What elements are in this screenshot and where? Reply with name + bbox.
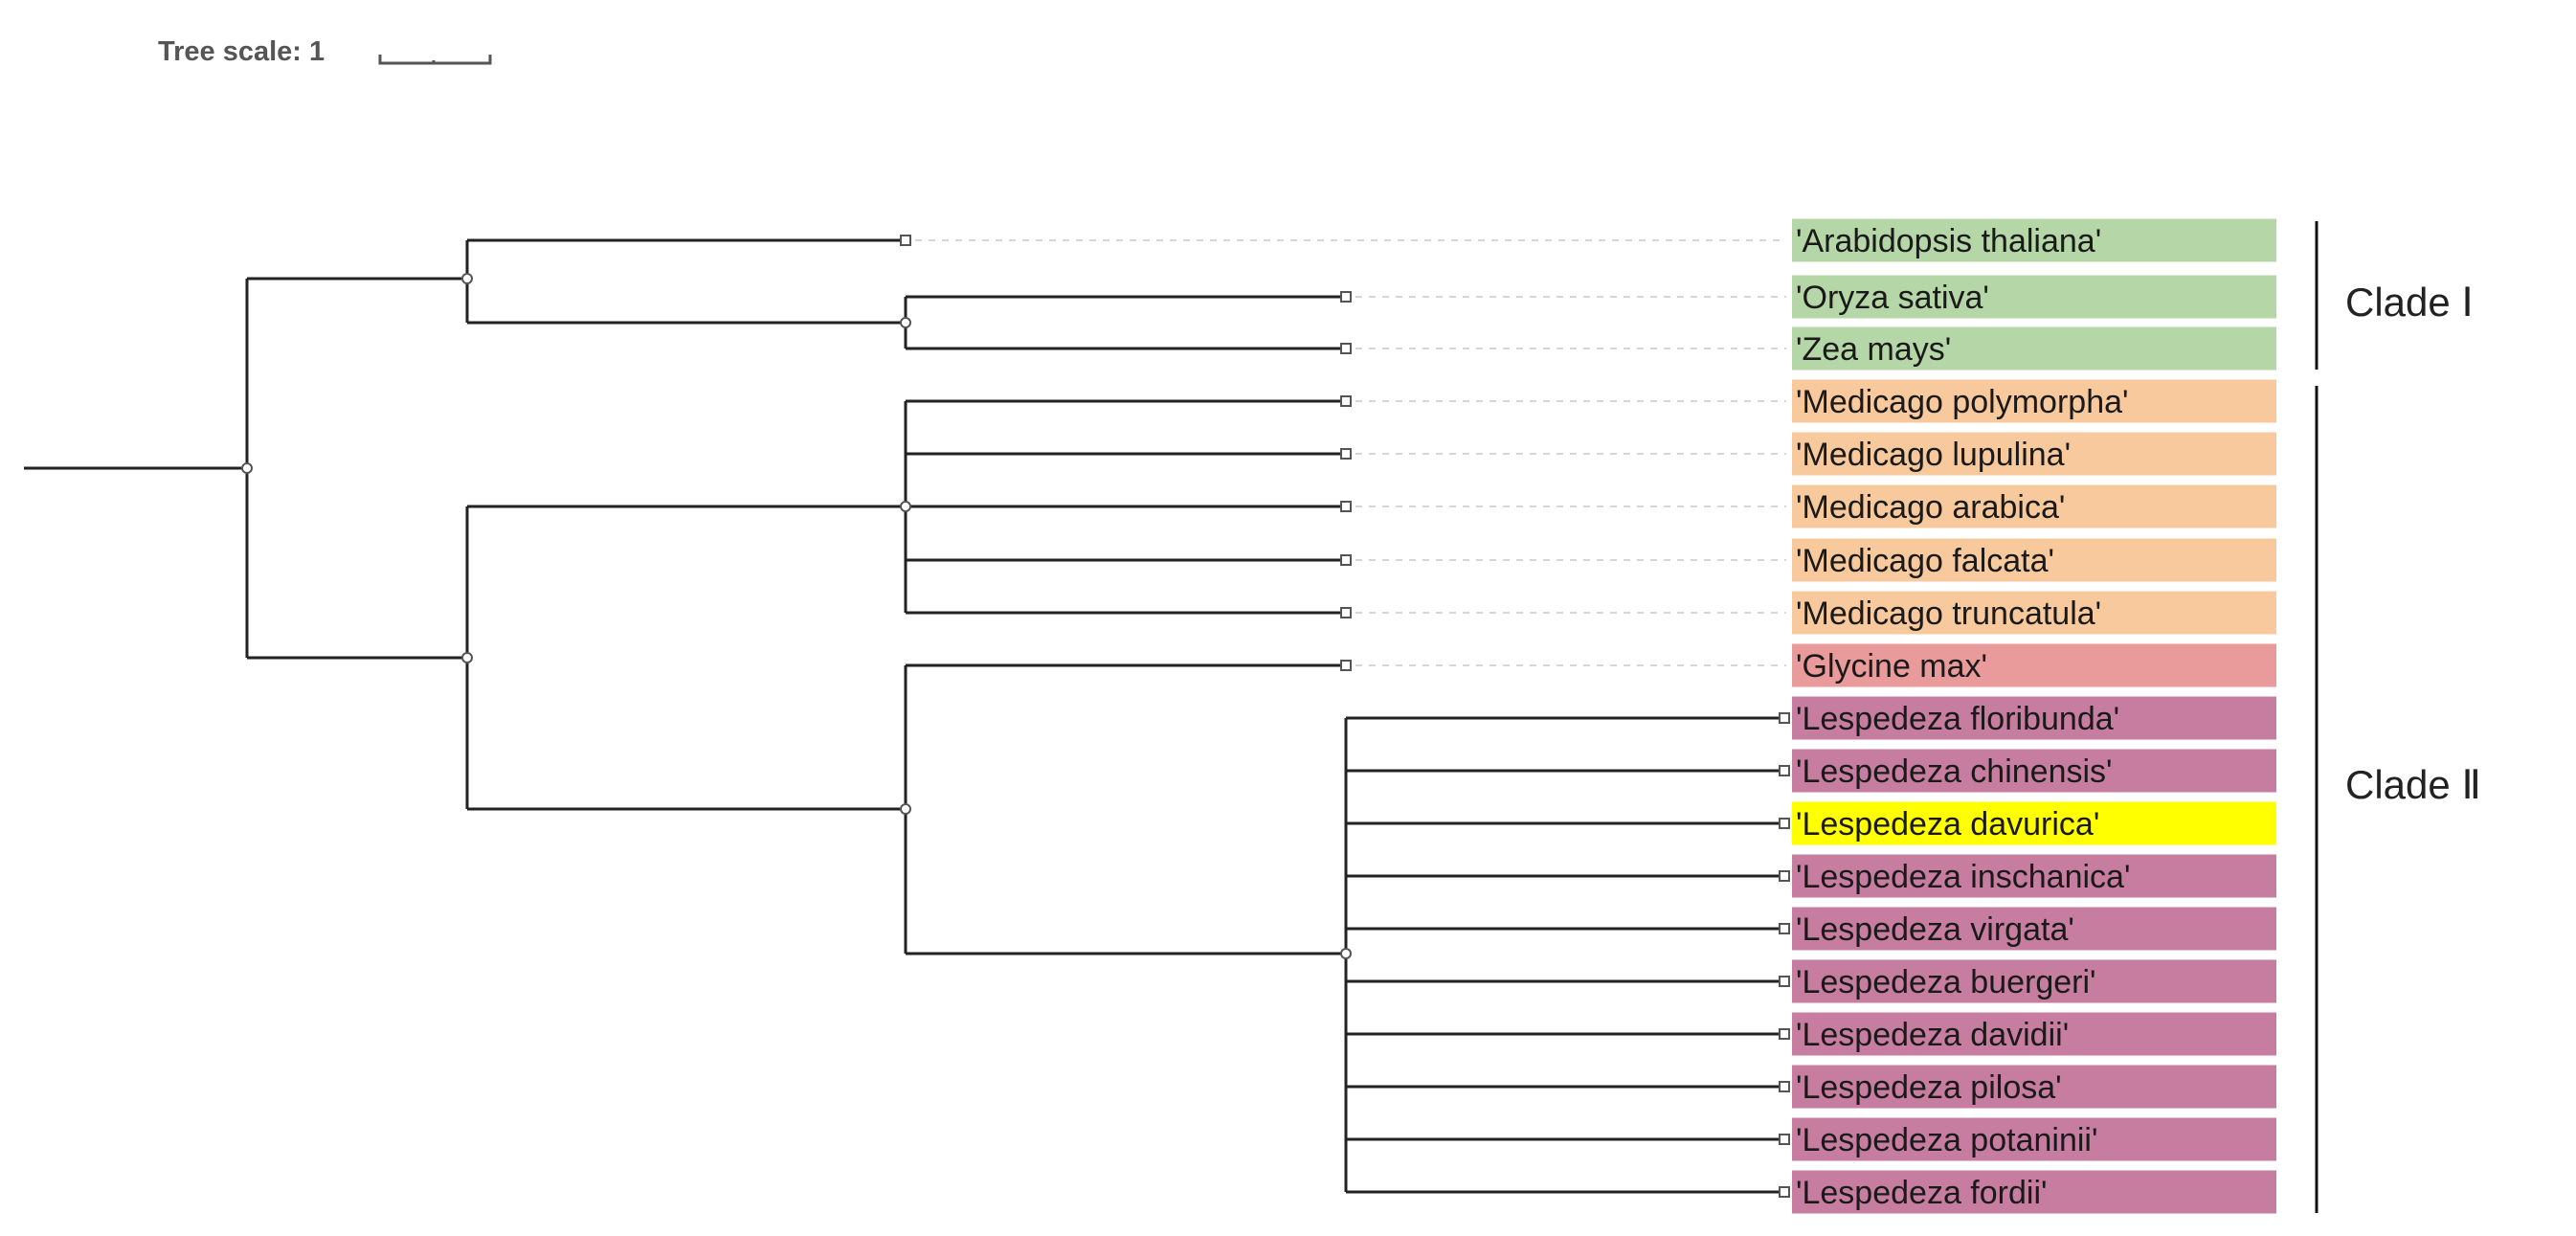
leaf-tip-arabidopsis-thaliana: [900, 235, 911, 246]
leaf-color-strip-lespedeza-davurica: [1792, 801, 2276, 845]
leaf-labels: 'Arabidopsis thaliana' 'Oryza sativa' 'Zea…: [1792, 218, 2276, 1214]
leaf-tip-lespedeza-davurica: [1779, 818, 1790, 829]
leaf-tip-lespedeza-potaninii: [1779, 1134, 1790, 1145]
leaf-label-lespedeza-davurica: 'Lespedeza davurica': [1796, 806, 2099, 843]
leaf-color-strip-medicago-falcata: [1792, 538, 2276, 582]
leaf-tip-lespedeza-pilosa: [1779, 1081, 1790, 1092]
leaf-label-lespedeza-buergeri: 'Lespedeza buergeri': [1796, 964, 2096, 1000]
leaf-tip-lespedeza-chinensis: [1779, 765, 1790, 776]
leaf-color-strip-medicago-arabica: [1792, 484, 2276, 528]
leaf-color-strip-medicago-polymorpha: [1792, 379, 2276, 423]
leaf-tip-lespedeza-buergeri: [1779, 976, 1790, 987]
leaf-tip-glycine-max: [1340, 660, 1352, 671]
leaf-color-strip-glycine-max: [1792, 643, 2276, 687]
leaf-tip-oryza-sativa: [1340, 291, 1352, 303]
leaf-label-lespedeza-chinensis: 'Lespedeza chinensis': [1796, 753, 2113, 790]
leaf-color-strip-medicago-lupulina: [1792, 432, 2276, 476]
internal-node: [900, 501, 911, 512]
leaf-label-medicago-lupulina: 'Medicago lupulina': [1796, 437, 2071, 473]
clade-2-label: Clade Ⅱ: [2345, 762, 2481, 807]
leaf-label-lespedeza-floribunda: 'Lespedeza floribunda': [1796, 701, 2119, 737]
internal-node: [241, 462, 253, 474]
clade-1-label: Clade Ⅰ: [2345, 280, 2474, 325]
leaf-color-strip-lespedeza-chinensis: [1792, 749, 2276, 793]
leaf-label-lespedeza-fordii: 'Lespedeza fordii': [1796, 1175, 2048, 1211]
leaf-color-strip-lespedeza-davidii: [1792, 1012, 2276, 1056]
leaf-label-glycine-max: 'Glycine max': [1796, 648, 1987, 685]
leaf-tips: [900, 235, 1790, 1198]
leaf-color-strip-zea-mays: [1792, 326, 2276, 371]
leaf-label-lespedeza-pilosa: 'Lespedeza pilosa': [1796, 1069, 2062, 1106]
leaf-label-medicago-truncatula: 'Medicago truncatula': [1796, 596, 2101, 632]
leader-lines: [915, 239, 1786, 666]
leaf-label-medicago-polymorpha: 'Medicago polymorpha': [1796, 384, 2129, 420]
leaf-color-strip-lespedeza-floribunda: [1792, 696, 2276, 740]
tree-scale: Tree scale: 1: [158, 36, 492, 67]
tree-scale-label: Tree scale: 1: [158, 36, 325, 67]
leaf-color-strip-lespedeza-fordii: [1792, 1170, 2276, 1214]
leaf-tip-lespedeza-inschanica: [1779, 870, 1790, 882]
leaf-tip-medicago-truncatula: [1340, 607, 1352, 618]
leaf-tip-medicago-falcata: [1340, 554, 1352, 566]
leaf-color-strip-lespedeza-pilosa: [1792, 1065, 2276, 1109]
leaf-color-strip-arabidopsis-thaliana: [1792, 218, 2276, 262]
leaf-label-lespedeza-davidii: 'Lespedeza davidii': [1796, 1017, 2069, 1053]
leaf-tip-medicago-arabica: [1340, 501, 1352, 512]
leaf-color-strip-medicago-truncatula: [1792, 591, 2276, 635]
leaf-tip-lespedeza-floribunda: [1779, 712, 1790, 724]
clade-markers: Clade Ⅰ Clade Ⅱ: [2315, 221, 2481, 1213]
internal-node: [900, 803, 911, 815]
leaf-color-strip-oryza-sativa: [1792, 275, 2276, 319]
internal-nodes: [241, 273, 1352, 959]
leaf-color-strip-lespedeza-potaninii: [1792, 1117, 2276, 1161]
leaf-label-medicago-arabica: 'Medicago arabica': [1796, 489, 2065, 526]
leaf-tip-lespedeza-virgata: [1779, 923, 1790, 934]
leaf-label-medicago-falcata: 'Medicago falcata': [1796, 543, 2054, 579]
leaf-tip-lespedeza-fordii: [1779, 1186, 1790, 1198]
leaf-color-strip-lespedeza-buergeri: [1792, 959, 2276, 1003]
leaf-tip-medicago-polymorpha: [1340, 395, 1352, 407]
internal-node: [1340, 948, 1352, 959]
leaf-label-lespedeza-potaninii: 'Lespedeza potaninii': [1796, 1122, 2097, 1158]
leaf-tip-lespedeza-davidii: [1779, 1028, 1790, 1040]
leaf-label-lespedeza-inschanica: 'Lespedeza inschanica': [1796, 859, 2130, 895]
internal-node: [900, 317, 911, 328]
leaf-label-arabidopsis-thaliana: 'Arabidopsis thaliana': [1796, 223, 2101, 259]
leaf-tip-medicago-lupulina: [1340, 448, 1352, 460]
leaf-color-strip-lespedeza-virgata: [1792, 907, 2276, 951]
internal-node: [461, 652, 473, 663]
leaf-label-oryza-sativa: 'Oryza sativa': [1796, 280, 1989, 316]
tree-branches: [24, 238, 1784, 1194]
leaf-tip-zea-mays: [1340, 343, 1352, 354]
leaf-label-zea-mays: 'Zea mays': [1796, 331, 1951, 368]
leaf-label-lespedeza-virgata: 'Lespedeza virgata': [1796, 911, 2074, 948]
internal-node: [461, 273, 473, 284]
leaf-color-strip-lespedeza-inschanica: [1792, 854, 2276, 898]
